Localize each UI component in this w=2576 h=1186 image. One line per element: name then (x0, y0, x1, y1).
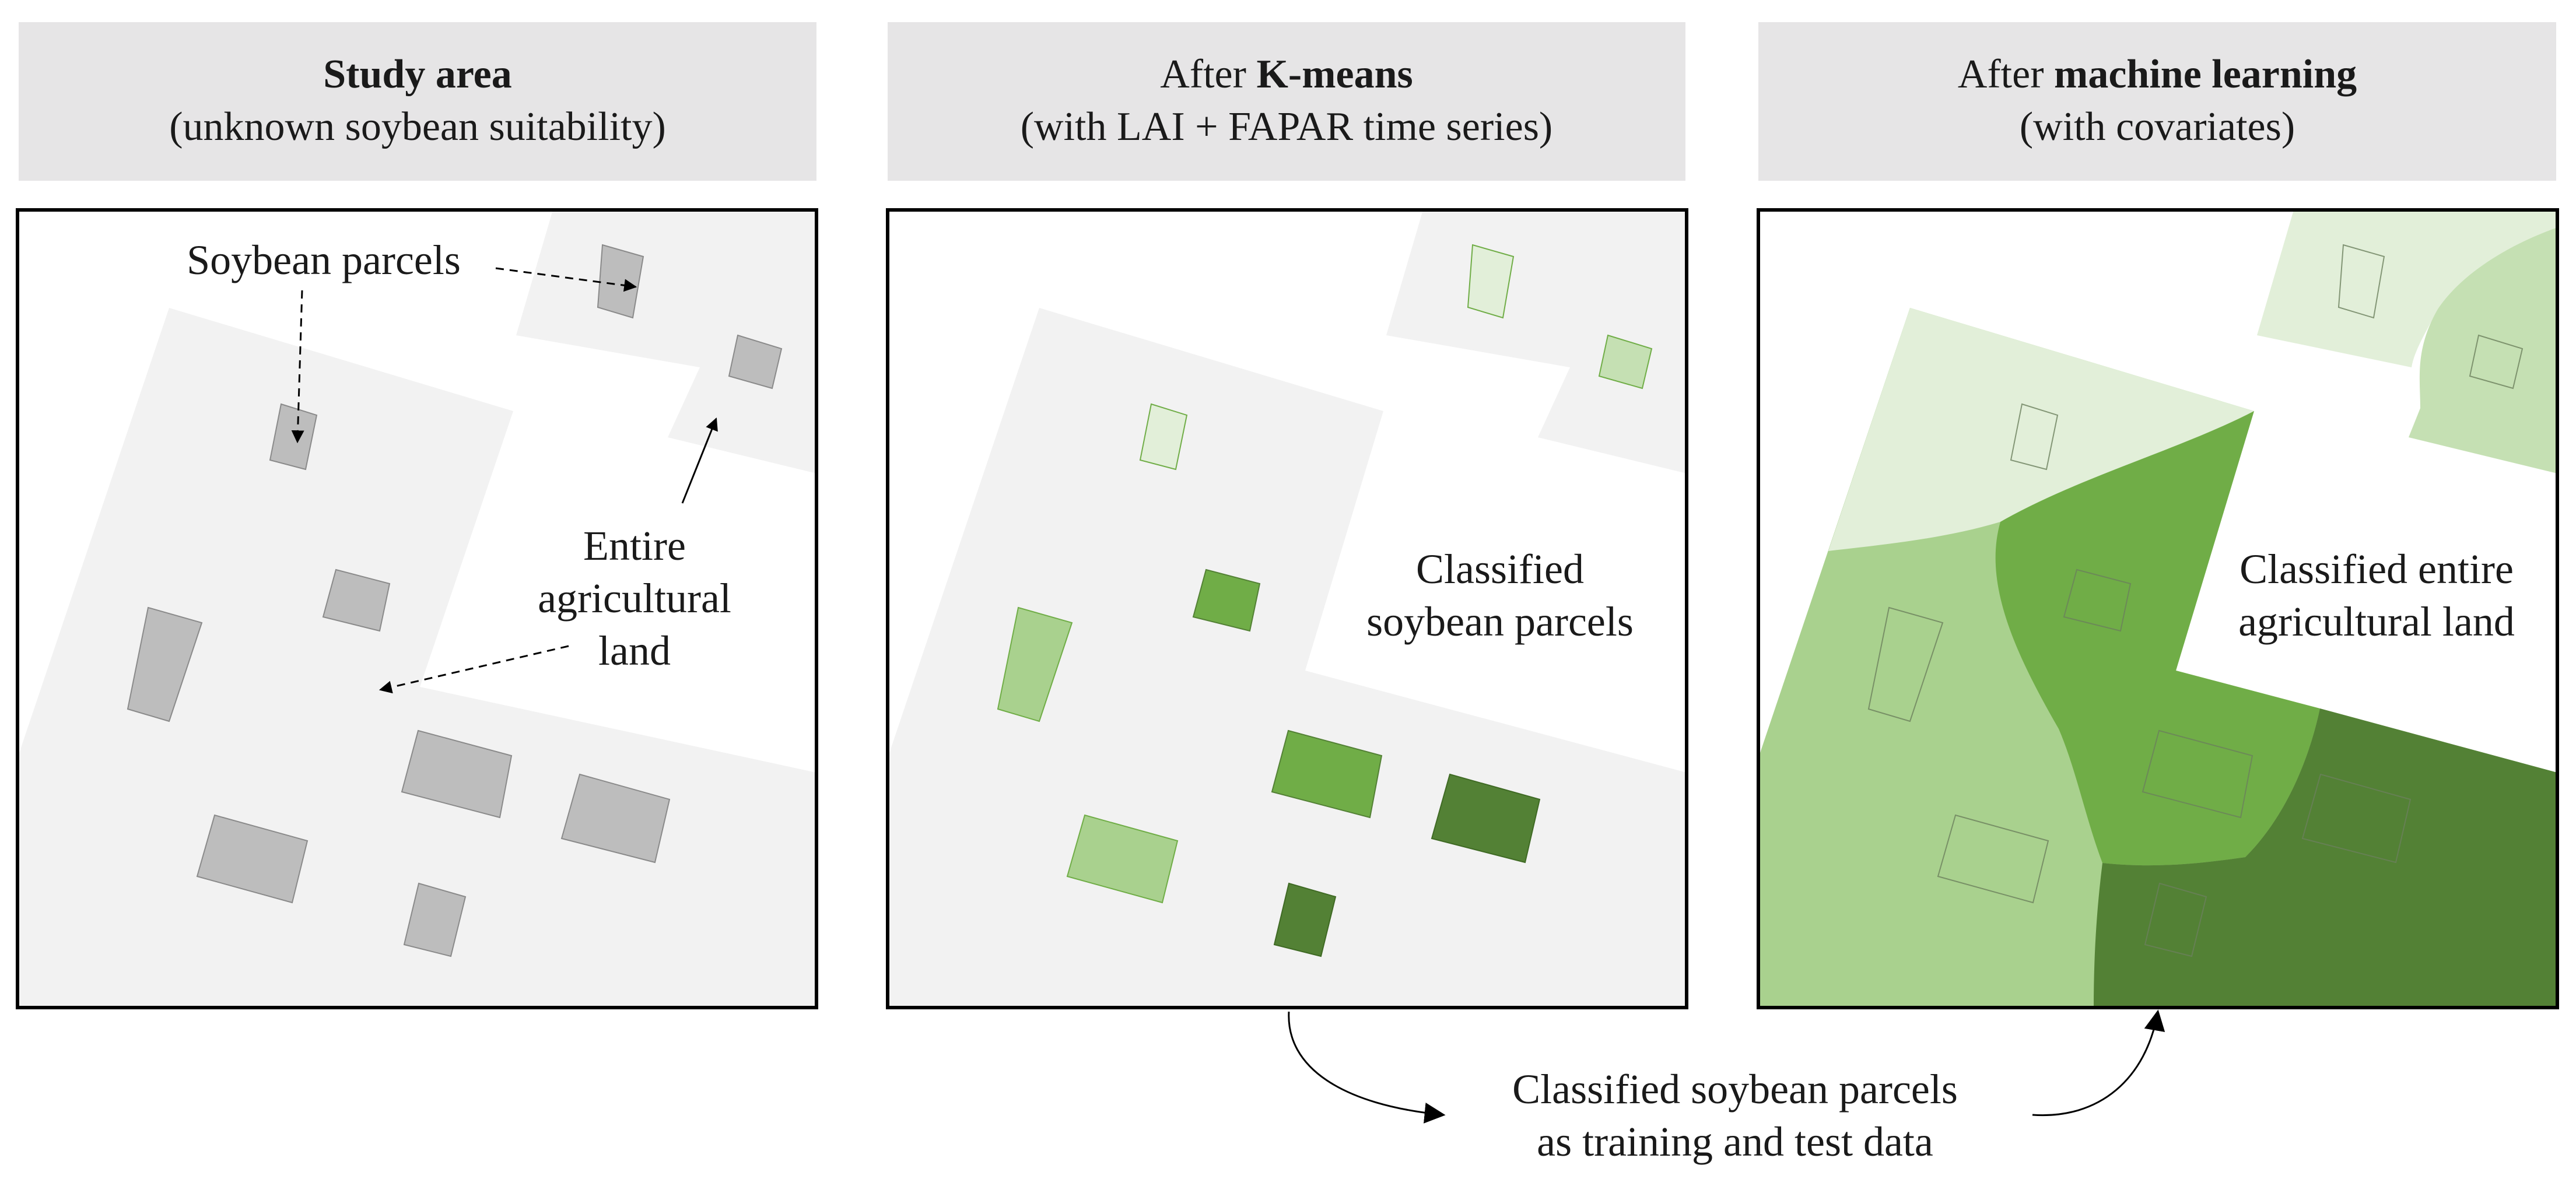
arrow-to-ml (2032, 1009, 2165, 1117)
bottom-flow: Classified soybean parcels as training a… (1288, 1009, 2165, 1165)
class-zone-very-light (1828, 308, 2254, 551)
parcel (728, 334, 783, 390)
soybean-parcels-label: Soybean parcels (187, 237, 461, 283)
parcel (401, 729, 513, 819)
panel-1-header-line2: (unknown soybean suitability) (169, 104, 666, 149)
panel-3-header: After machine learning (with covariates) (1758, 22, 2556, 181)
bottom-caption-line2: as training and test data (1537, 1118, 1933, 1165)
panel-3-header-line1: After machine learning (1958, 52, 2357, 97)
panel-1-frame (16, 208, 818, 1009)
annotation-arrows (291, 267, 718, 694)
parcel (1431, 773, 1541, 864)
arrow-to-left-parcel (291, 290, 304, 444)
classified-parcels-label-line2: soybean parcels (1366, 598, 1634, 645)
parcel (1598, 334, 1653, 390)
arrow-to-small-area (681, 417, 718, 504)
parcel (1273, 882, 1337, 957)
parcel (127, 606, 203, 722)
panel-2-header-line2: (with LAI + FAPAR time series) (1021, 104, 1553, 149)
parcel (1139, 403, 1188, 471)
parcel (997, 606, 1073, 722)
parcel (403, 882, 467, 957)
bottom-caption-line1: Classified soybean parcels (1512, 1066, 1958, 1113)
arrow-from-kmeans (1288, 1011, 1446, 1124)
parcel-outline (2142, 729, 2253, 819)
arrow-to-upper-parcel (495, 267, 637, 292)
entire-land-label-line2: agricultural (538, 575, 731, 622)
class-zone-upper-very-light (2257, 210, 2557, 367)
parcel (1271, 729, 1383, 819)
panel-2-map: Classified soybean parcels (886, 208, 1688, 1009)
classified-land-label-line1: Classified entire (2239, 546, 2514, 592)
parcel-outline (1937, 814, 2049, 904)
parcel (322, 569, 391, 632)
agricultural-land-upper (516, 210, 816, 473)
parcel-outline (2144, 882, 2207, 957)
parcel-outline (2301, 773, 2412, 864)
panel-2-header-line1: After K-means (1160, 52, 1413, 97)
entire-land-label-line3: land (598, 627, 671, 674)
parcel-outline (2469, 334, 2524, 390)
arrow-to-main-area (378, 645, 569, 694)
parcel (1192, 569, 1261, 632)
panel-3-frame (1757, 208, 2559, 1009)
panel-2-header: After K-means (with LAI + FAPAR time ser… (888, 22, 1685, 181)
parcel (1467, 244, 1515, 319)
parcel (560, 773, 671, 864)
class-zone-upper-light (2409, 227, 2557, 473)
parcel-outlines (1867, 244, 2524, 957)
panel-1-map: Soybean parcels Entire agricultural land (16, 208, 818, 1009)
parcel (597, 244, 644, 319)
class-zone-dark (2094, 708, 2557, 1008)
parcel-outline (2337, 244, 2385, 319)
panel-1-header: Study area (unknown soybean suitability) (19, 22, 816, 181)
parcel (196, 814, 309, 904)
entire-land-label-line1: Entire (583, 522, 686, 569)
parcel-outline (2010, 403, 2059, 471)
parcel (1066, 814, 1179, 904)
classified-parcels (997, 244, 1653, 957)
parcel-outline (1867, 606, 1944, 722)
panel-3-header-line2: (with covariates) (2020, 104, 2295, 149)
classified-parcels-label-line1: Classified (1416, 546, 1584, 592)
panel-1-header-line1: Study area (323, 52, 511, 97)
panel-2-frame (886, 208, 1688, 1009)
panel-3-map: Classified entire agricultural land (1757, 208, 2559, 1009)
agricultural-land-upper (1386, 210, 1687, 473)
classified-land-label-line2: agricultural land (2238, 598, 2515, 645)
parcel-outline (2063, 569, 2132, 632)
